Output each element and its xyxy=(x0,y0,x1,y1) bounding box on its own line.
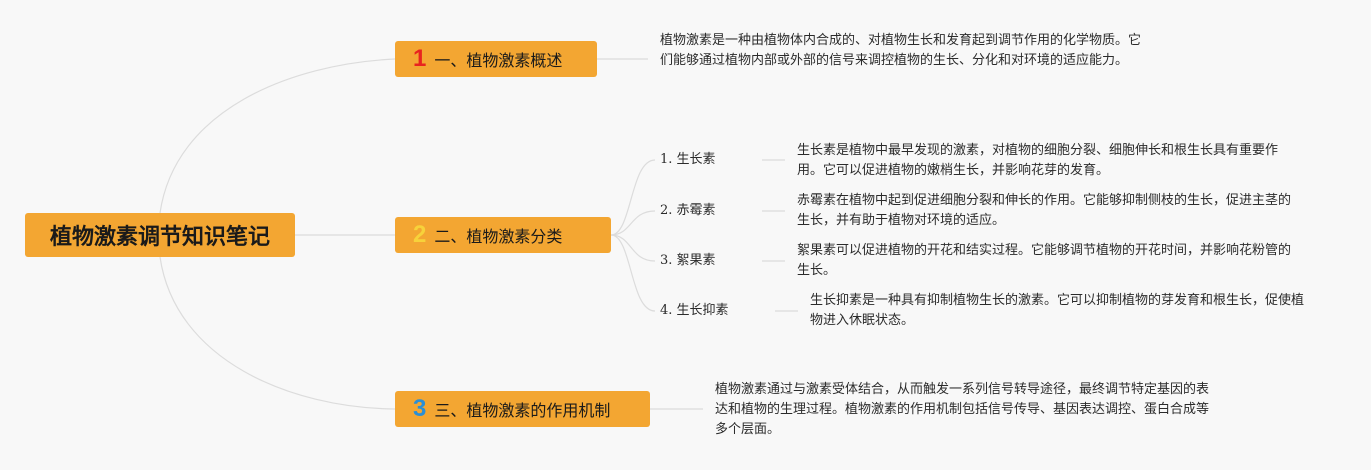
note-gibberellin: 赤霉素在植物中起到促进细胞分裂和伸长的作用。它能够抑制侧枝的生长，促进主茎的生长… xyxy=(797,193,1292,228)
sub-node-gibberellin[interactable]: 2. 赤霉素 xyxy=(660,203,716,218)
connector-root-branch-1 xyxy=(159,58,396,214)
branch-label-classification: 二、植物激素分类 xyxy=(434,227,563,246)
branch-label-mechanism: 三、植物激素的作用机制 xyxy=(434,401,611,420)
sub-node-auxin[interactable]: 1. 生长素 xyxy=(660,152,716,167)
note-overview: 植物激素是一种由植物体内合成的、对植物生长和发育起到调节作用的化学物质。它们能够… xyxy=(660,33,1142,68)
note-auxin: 生长素是植物中最早发现的激素，对植物的细胞分裂、细胞伸长和根生长具有重要作用。它… xyxy=(797,143,1279,178)
root-title: 植物激素调节知识笔记 xyxy=(49,225,270,250)
sub-node-fruit-hormone[interactable]: 3. 絮果素 xyxy=(660,253,716,268)
branch-label-overview: 一、植物激素概述 xyxy=(434,51,563,70)
note-growth-inhibitor: 生长抑素是一种具有抑制植物生长的激素。它可以抑制植物的芽发育和根生长，促使植物进… xyxy=(810,293,1305,328)
number-one-icon: 1 xyxy=(413,45,427,72)
connector-branch-2-sub-4 xyxy=(610,234,656,312)
branch-node-classification[interactable]: 2 二、植物激素分类 xyxy=(395,217,611,253)
branch-node-overview[interactable]: 1 一、植物激素概述 xyxy=(395,41,597,77)
connector-root-branch-3 xyxy=(159,256,396,410)
connector-branch-2-sub-3 xyxy=(610,234,656,262)
root-node[interactable]: 植物激素调节知识笔记 xyxy=(25,213,295,257)
connector-branch-2-sub-1 xyxy=(610,159,656,236)
sub-node-growth-inhibitor[interactable]: 4. 生长抑素 xyxy=(660,303,729,318)
branch-node-mechanism[interactable]: 3 三、植物激素的作用机制 xyxy=(395,391,650,427)
note-fruit-hormone: 絮果素可以促进植物的开花和结实过程。它能够调节植物的开花时间，并影响花粉管的生长… xyxy=(797,243,1292,278)
number-three-icon: 3 xyxy=(413,395,427,422)
connector-branch-2-sub-2 xyxy=(610,210,656,236)
number-two-icon: 2 xyxy=(413,221,427,248)
note-mechanism: 植物激素通过与激素受体结合，从而触发一系列信号转导途径，最终调节特定基因的表达和… xyxy=(715,382,1210,437)
